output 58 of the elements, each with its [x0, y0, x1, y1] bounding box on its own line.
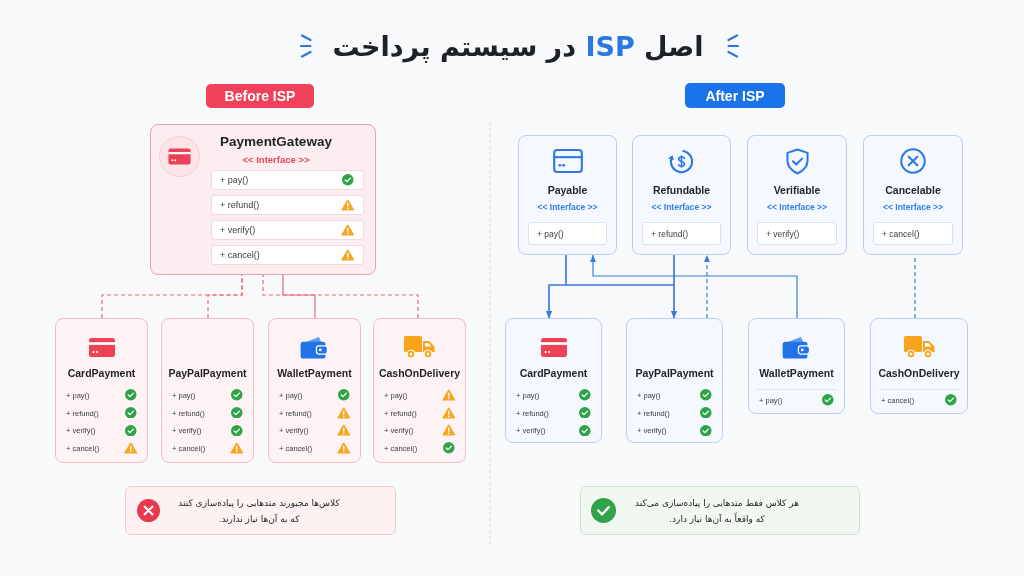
method-row — [873, 222, 953, 245]
class-name: WalletPayment — [277, 367, 352, 379]
class-card — [373, 318, 466, 463]
method-label: + refund() — [220, 200, 260, 210]
method-row — [528, 222, 607, 245]
note-text: کلاس‌ها مجبورند متدهایی را پیاده‌سازی کنند که به آن‌ها نیاز ندارند. — [177, 496, 341, 526]
method-row — [211, 195, 364, 215]
class-name: Refundable — [652, 184, 711, 196]
note-box — [580, 486, 860, 535]
stereotype-label: << Interface >> — [651, 202, 712, 212]
method-label: + verify() — [766, 228, 800, 239]
heading-badge: After ISP — [685, 83, 785, 108]
note-text: هر کلاس فقط متدهایی را پیاده‌سازی می‌کند که واقعاً به آن‌ها نیاز دارد. — [634, 496, 800, 526]
method-label: + refund() — [651, 228, 689, 239]
connector-line — [282, 274, 316, 319]
method-label: + verify() — [220, 225, 256, 235]
class-card — [870, 318, 968, 414]
class-card — [505, 318, 602, 443]
stereotype-label: << Interface >> — [537, 202, 598, 212]
class-name: Verifiable — [773, 184, 821, 196]
note-box — [125, 486, 396, 535]
connector-line — [262, 274, 419, 319]
arrow — [590, 254, 798, 319]
method-label: + cancel() — [882, 228, 920, 239]
method-row — [211, 245, 364, 265]
class-name: PayPalPayment — [168, 367, 247, 379]
class-name: CardPayment — [519, 367, 588, 379]
interface-box — [863, 135, 963, 255]
class-name: CashOnDelivery — [878, 367, 960, 379]
stereotype-label: << Interface >> — [767, 202, 827, 212]
method-label: + pay() — [220, 175, 249, 185]
class-name: WalletPayment — [759, 367, 834, 379]
class-card — [161, 318, 254, 463]
method-row — [757, 222, 837, 245]
interface-box — [632, 135, 731, 255]
method-label: + pay() — [537, 228, 564, 239]
interface-box — [747, 135, 847, 255]
class-card — [55, 318, 148, 463]
stereotype-label: << Interface >> — [883, 202, 943, 212]
arrow — [546, 254, 677, 319]
stereotype-label: << Interface >> — [242, 153, 310, 165]
class-name: PayPalPayment — [635, 367, 714, 379]
class-card — [268, 318, 361, 463]
method-row — [211, 220, 364, 240]
method-row — [642, 222, 721, 245]
heading-badge: Before ISP — [206, 84, 314, 108]
interface-box — [518, 135, 617, 255]
class-name: CashOnDelivery — [378, 367, 461, 379]
arrow — [704, 254, 710, 319]
interface-box — [150, 124, 376, 275]
class-card — [748, 318, 845, 414]
class-name: CardPayment — [67, 367, 136, 379]
method-label: + cancel() — [220, 250, 260, 260]
class-card — [626, 318, 723, 443]
class-name: Cancelable — [885, 184, 941, 196]
method-row — [211, 170, 364, 190]
class-name: Payable — [547, 184, 588, 196]
class-name: PaymentGateway — [220, 133, 332, 149]
